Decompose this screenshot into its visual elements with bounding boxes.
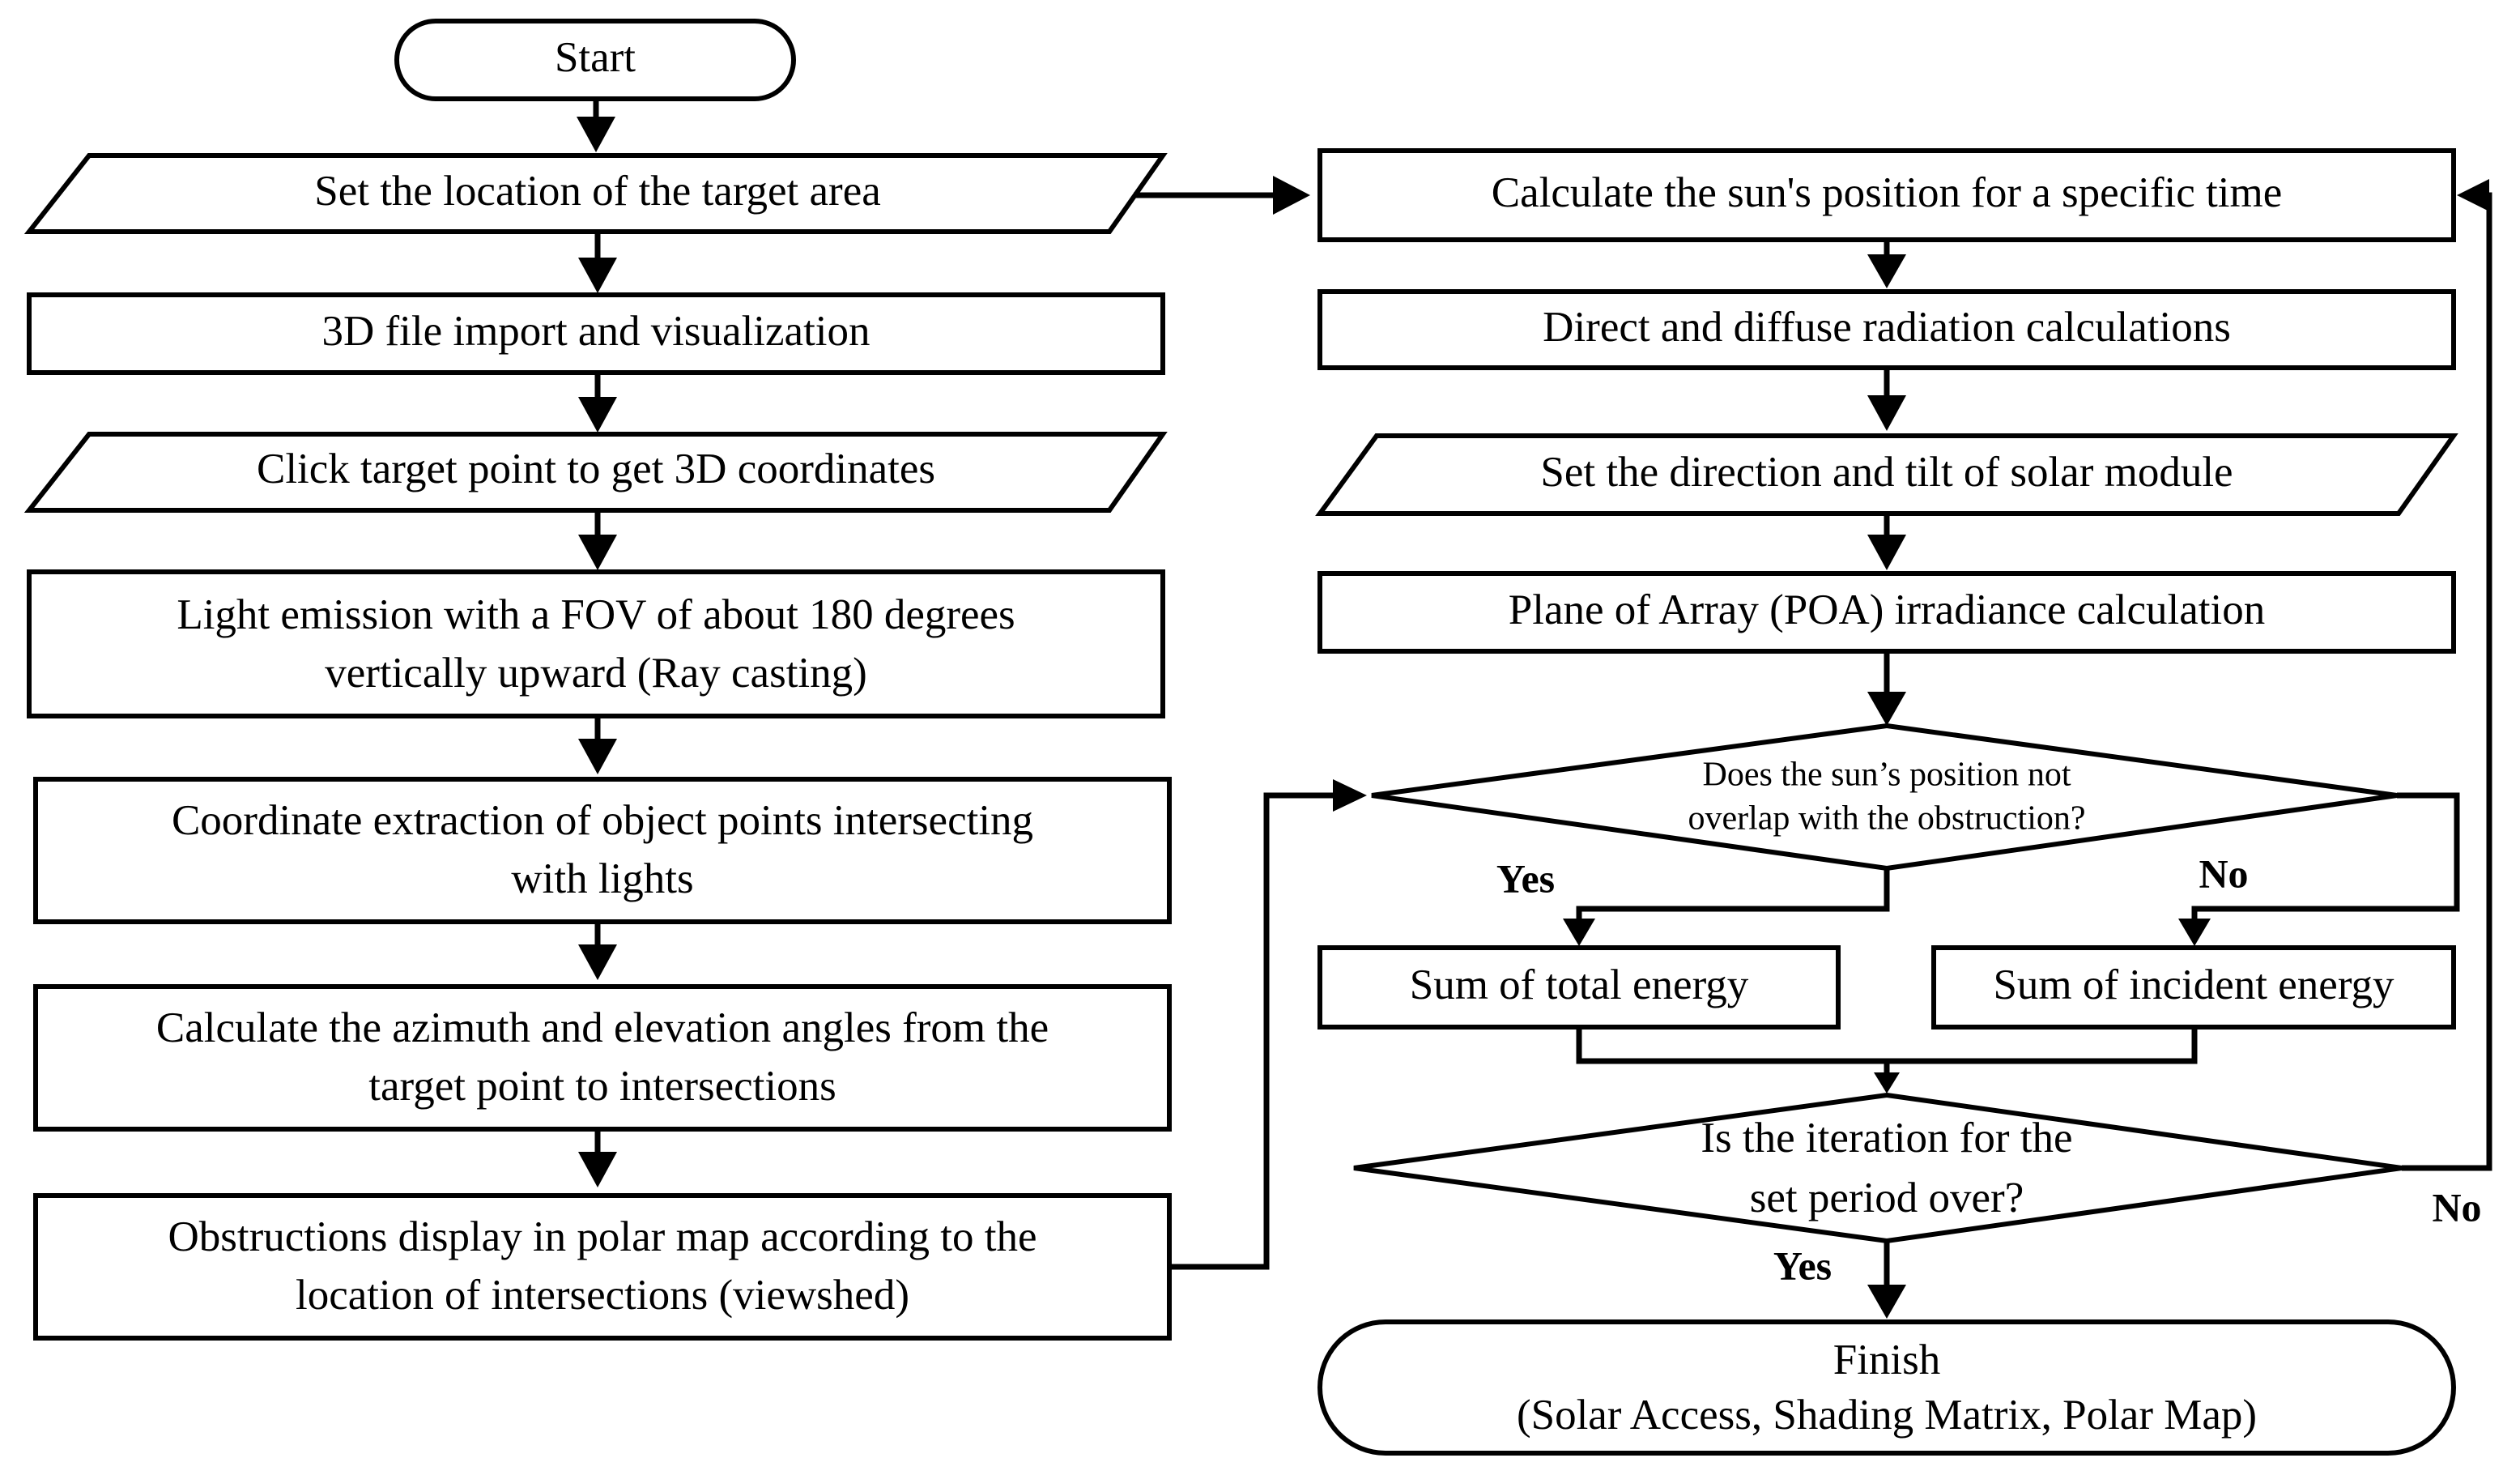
start-node: Start: [394, 19, 796, 101]
azimuth-node: Calculate the azimuth and elevation angl…: [33, 984, 1172, 1132]
iteration-question-line1: Is the iteration for the: [1701, 1115, 2072, 1162]
arrow-click-to-emission: [578, 510, 617, 570]
arrow-emission-to-extraction: [578, 716, 617, 774]
poa-node: Plane of Array (POA) irradiance calculat…: [1317, 571, 2456, 654]
click-target-node: Click target point to get 3D coordinates: [23, 432, 1168, 513]
coordinate-extraction-node: Coordinate extraction of object points i…: [33, 777, 1172, 924]
iteration-decision-node: Is the iteration for the set period over…: [1353, 1092, 2403, 1244]
arrow-radiation-to-module: [1867, 368, 1906, 431]
sun-position-label: Calculate the sun's position for a speci…: [1492, 169, 2283, 216]
obstructions-label-line1: Obstructions display in polar map accord…: [168, 1213, 1037, 1260]
arrow-start-to-location: [577, 99, 615, 152]
incident-energy-label: Sum of incident energy: [1993, 961, 2394, 1008]
arrow-iteration-yes-to-finish: [1867, 1241, 1906, 1319]
arrow-energies-to-iteration: [1576, 1027, 2198, 1093]
arrow-location-to-import: [578, 232, 617, 293]
arrow-import-to-click: [578, 373, 617, 433]
arrow-obstructions-to-overlap: [1169, 779, 1367, 1270]
radiation-node: Direct and diffuse radiation calculation…: [1317, 289, 2456, 370]
azimuth-label-line2: target point to intersections: [368, 1063, 836, 1110]
arrow-overlap-no-to-incident: [2178, 792, 2460, 946]
radiation-label: Direct and diffuse radiation calculation…: [1543, 304, 2231, 351]
finish-label: Finish: [1833, 1336, 1941, 1383]
iteration-no-label: No: [2432, 1184, 2481, 1230]
obstructions-label-line2: location of intersections (viewshed): [296, 1272, 909, 1319]
iteration-yes-label: Yes: [1773, 1243, 1832, 1288]
total-energy-node: Sum of total energy: [1317, 945, 1841, 1030]
overlap-question-line1: Does the sun’s position not: [1702, 757, 2071, 794]
iteration-question-line2: set period over?: [1750, 1174, 2024, 1221]
obstructions-node: Obstructions display in polar map accord…: [33, 1193, 1172, 1341]
arrow-location-to-sun-position: [1134, 176, 1310, 215]
finish-outputs-label: (Solar Access, Shading Matrix, Polar Map…: [1517, 1392, 2257, 1439]
arrow-azimuth-to-obstructions: [578, 1129, 617, 1187]
start-label: Start: [555, 34, 636, 81]
finish-node: Finish (Solar Access, Shading Matrix, Po…: [1317, 1319, 2456, 1456]
file-import-label: 3D file import and visualization: [321, 308, 870, 355]
arrow-extraction-to-azimuth: [578, 922, 617, 980]
sun-position-node: Calculate the sun's position for a speci…: [1317, 148, 2456, 242]
overlap-yes-label: Yes: [1496, 855, 1555, 901]
overlap-no-label: No: [2199, 850, 2248, 896]
file-import-node: 3D file import and visualization: [27, 292, 1165, 375]
light-emission-label-line2: vertically upward (Ray casting): [325, 650, 867, 697]
overlap-question-line2: overlap with the obstruction?: [1688, 800, 2085, 838]
azimuth-label-line1: Calculate the azimuth and elevation angl…: [156, 1004, 1049, 1051]
arrow-sun-to-radiation: [1867, 240, 1906, 288]
arrow-module-to-poa: [1867, 514, 1906, 570]
light-emission-node: Light emission with a FOV of about 180 d…: [27, 569, 1165, 718]
solar-module-node: Set the direction and tilt of solar modu…: [1315, 433, 2458, 516]
arrow-overlap-yes-to-total: [1563, 868, 1890, 946]
overlap-decision-node: Does the sun’s position not overlap with…: [1371, 723, 2398, 872]
coordinate-extraction-label-line2: with lights: [511, 855, 693, 902]
arrow-iteration-no-to-sun-position: [2402, 179, 2492, 1171]
set-location-node: Set the location of the target area: [23, 153, 1168, 234]
coordinate-extraction-label-line1: Coordinate extraction of object points i…: [172, 797, 1033, 844]
poa-label: Plane of Array (POA) irradiance calculat…: [1509, 586, 2266, 633]
light-emission-label-line1: Light emission with a FOV of about 180 d…: [177, 591, 1015, 638]
solar-module-label: Set the direction and tilt of solar modu…: [1540, 449, 2233, 496]
incident-energy-node: Sum of incident energy: [1931, 945, 2456, 1030]
click-target-label: Click target point to get 3D coordinates: [257, 445, 935, 492]
arrow-poa-to-overlap: [1867, 651, 1906, 726]
total-energy-label: Sum of total energy: [1410, 961, 1749, 1008]
set-location-label: Set the location of the target area: [314, 168, 881, 215]
